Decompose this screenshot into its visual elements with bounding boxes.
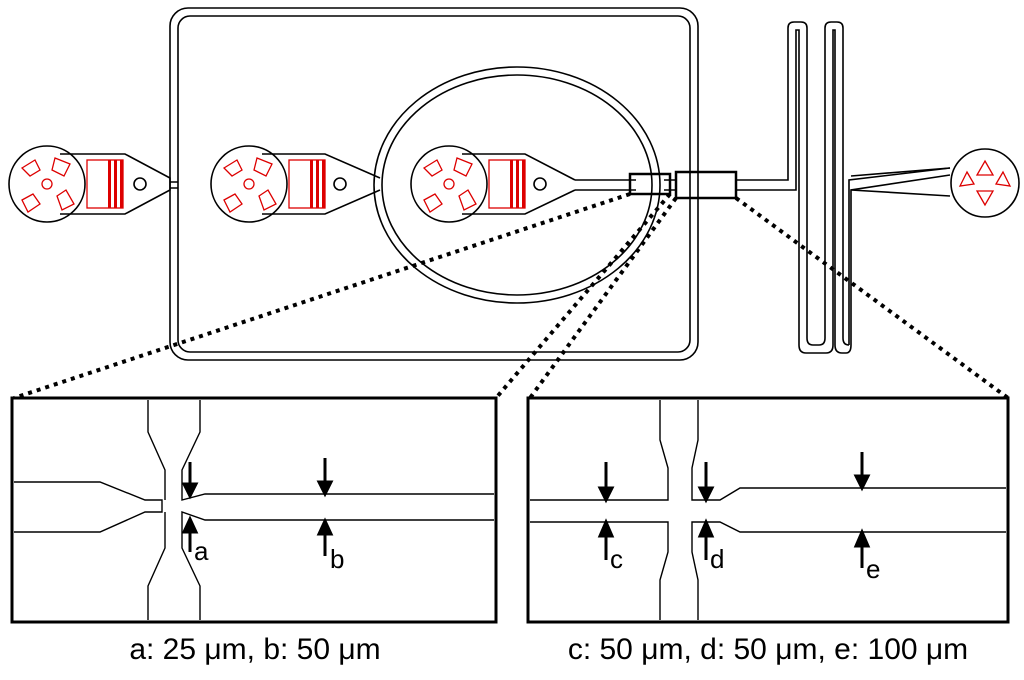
detail-panel-right <box>526 396 1010 624</box>
inlet-1-link <box>170 181 178 189</box>
inlet-2-reservoir <box>210 145 288 223</box>
outlet-funnel <box>850 167 951 197</box>
detail-panel-left <box>10 396 498 624</box>
caption-left: a: 25 μm, b: 50 μm <box>129 633 381 666</box>
inlet-3-reservoir <box>410 145 488 223</box>
inner-ellipse-channel <box>373 66 661 304</box>
label-c: c <box>610 544 623 574</box>
main-channel <box>575 179 636 191</box>
channel-to-serpentine <box>735 21 850 346</box>
inlet-2-electrodes <box>222 157 326 213</box>
outlet-electrodes <box>958 159 1012 207</box>
inlet-3-pillar <box>533 177 547 191</box>
zoom-lines <box>13 192 1010 400</box>
label-a: a <box>194 536 209 566</box>
zoom-box-1 <box>628 172 672 196</box>
inlet-2-pillar <box>333 177 347 191</box>
serpentine-channel-inner <box>735 29 951 354</box>
inlet-1-reservoir <box>8 145 86 223</box>
electrode-bars <box>108 160 525 208</box>
outlet-reservoir <box>950 148 1020 218</box>
zoom-box-2 <box>674 170 738 200</box>
inlet-1-pillar <box>133 177 147 191</box>
caption-right: c: 50 μm, d: 50 μm, e: 100 μm <box>567 633 969 666</box>
inner-ellipse-channel-inner <box>381 74 653 296</box>
outer-channel-loop <box>169 7 699 361</box>
label-b: b <box>330 544 345 574</box>
outer-channel-loop-inner <box>177 15 691 353</box>
electrode-patterns <box>20 157 526 213</box>
inlet-1-electrodes <box>20 157 124 213</box>
inlet-1-funnel <box>60 153 171 215</box>
inlet-3-funnel <box>462 153 576 215</box>
label-d: d <box>710 544 725 574</box>
outlet-channel <box>848 167 951 345</box>
inlet-3-electrodes <box>422 157 526 213</box>
label-e: e <box>866 554 881 584</box>
inlet-2-funnel <box>262 153 381 215</box>
